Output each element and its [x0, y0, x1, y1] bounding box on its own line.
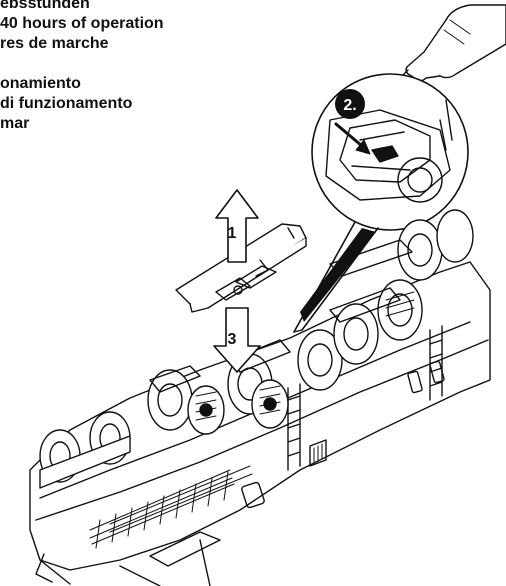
instruction-line-sv: mar — [0, 115, 30, 132]
bogie-wheels — [39, 209, 474, 489]
side-grille — [89, 465, 253, 549]
step-1-number: 1 — [228, 225, 237, 242]
cover-plate — [175, 223, 307, 313]
zoom-callout-wedge — [293, 221, 379, 333]
step-2-number: 2. — [343, 97, 356, 114]
step-3-label: 3 — [228, 331, 237, 348]
arrow-up-icon — [215, 189, 259, 263]
step-1-label: 1 — [228, 225, 237, 242]
instruction-line-it: di funzionamento — [0, 95, 133, 112]
step-2-badge: 2. — [335, 89, 365, 119]
instruction-line-fr: res de marche — [0, 35, 109, 52]
maintenance-instructions: ebsstunden 40 hours of operation res de … — [0, 0, 260, 134]
zoom-detail — [311, 73, 469, 231]
instruction-line-en: 40 hours of operation — [0, 15, 164, 32]
instruction-line-es: onamiento — [0, 75, 81, 92]
arrow-down-icon — [213, 307, 261, 373]
instruction-line-de: ebsstunden — [0, 0, 90, 12]
oil-bottle-icon — [397, 4, 506, 82]
step-3-number: 3 — [228, 331, 237, 348]
